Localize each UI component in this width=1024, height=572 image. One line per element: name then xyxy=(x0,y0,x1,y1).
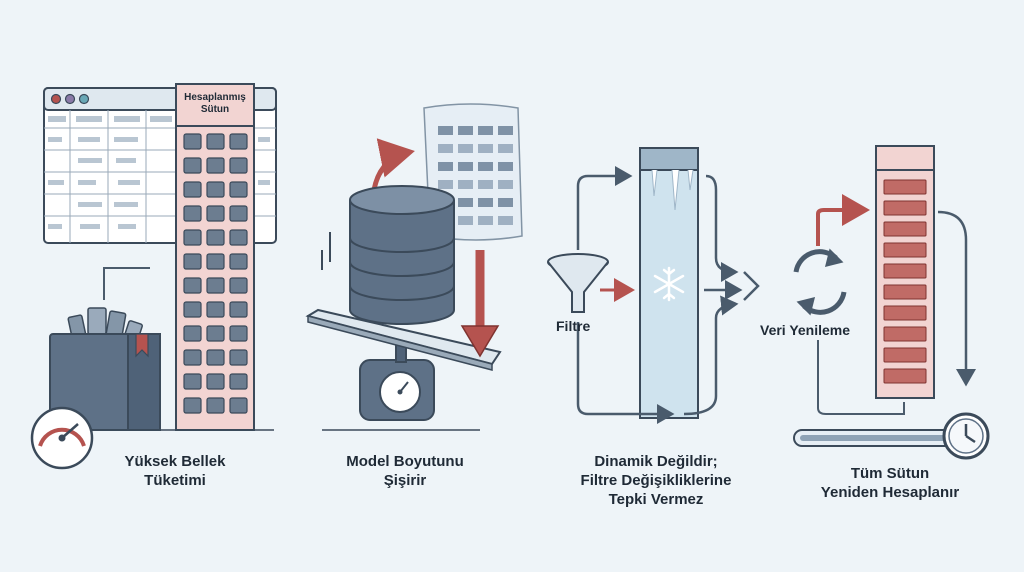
table-cell xyxy=(498,126,513,135)
recalculated-cell xyxy=(883,179,927,195)
column-cell xyxy=(183,373,202,390)
column-cell xyxy=(206,373,225,390)
table-cell xyxy=(478,126,493,135)
memory-caption: Yüksek Bellek Tüketimi xyxy=(124,453,226,489)
column-cell xyxy=(183,301,202,318)
column-cell xyxy=(183,133,202,150)
column-cell xyxy=(183,229,202,246)
column-cell xyxy=(206,301,225,318)
table-cell xyxy=(498,162,513,171)
recalculated-cell xyxy=(883,284,927,300)
column-cell xyxy=(229,133,248,150)
table-cell xyxy=(498,198,513,207)
table-cell xyxy=(458,126,473,135)
table-cell xyxy=(478,216,493,225)
motion-lines xyxy=(321,232,331,270)
recalculated-cell xyxy=(883,305,927,321)
memory-panel xyxy=(30,83,277,470)
progress-bar-icon xyxy=(793,429,955,447)
column-cell xyxy=(206,229,225,246)
refresh-label: Veri Yenileme xyxy=(760,322,851,338)
table-cell xyxy=(498,144,513,153)
recalculated-cell xyxy=(883,263,927,279)
calculated-column-cells xyxy=(183,133,248,414)
weight-arrow xyxy=(460,250,500,358)
refresh-panel xyxy=(793,145,990,460)
recalculated-cell xyxy=(883,368,927,384)
table-cell xyxy=(498,180,513,189)
recalculated-cell xyxy=(883,242,927,258)
memory-box-icon xyxy=(49,307,161,431)
filter-panel xyxy=(547,147,760,424)
table-cell xyxy=(458,180,473,189)
column-cell xyxy=(206,397,225,414)
database-icon xyxy=(349,185,455,325)
column-cell xyxy=(229,349,248,366)
recalculated-column xyxy=(875,145,935,399)
column-cell xyxy=(183,157,202,174)
column-cell xyxy=(229,205,248,222)
column-cell xyxy=(229,229,248,246)
table-cell xyxy=(458,144,473,153)
calculated-column xyxy=(175,83,255,431)
window-controls-icon xyxy=(50,93,90,105)
table-cell xyxy=(438,126,453,135)
model-caption: Model Boyutunu Şişirir xyxy=(346,453,464,489)
filter-label: Filtre xyxy=(556,318,591,334)
column-cell xyxy=(206,325,225,342)
table-cell xyxy=(438,162,453,171)
table-cell xyxy=(478,180,493,189)
calculated-column-header: Hesaplanmış Sütun xyxy=(184,92,246,115)
column-cell xyxy=(183,181,202,198)
funnel-icon xyxy=(547,253,609,313)
recalculated-cell xyxy=(883,326,927,342)
column-cell xyxy=(229,181,248,198)
table-cell xyxy=(438,144,453,153)
table-cell xyxy=(498,216,513,225)
spreadsheet-cells xyxy=(48,116,270,229)
column-cell xyxy=(206,205,225,222)
clock-icon xyxy=(942,412,990,460)
gauge-icon xyxy=(30,406,94,470)
refresh-icon xyxy=(793,248,847,316)
column-cell xyxy=(206,181,225,198)
column-cell xyxy=(183,349,202,366)
growth-arrow xyxy=(371,138,415,191)
table-cell xyxy=(458,162,473,171)
filter-caption: Dinamik Değildir; Filtre Değişikliklerin… xyxy=(580,453,732,508)
column-cell xyxy=(229,325,248,342)
column-cell xyxy=(229,157,248,174)
column-cell xyxy=(183,277,202,294)
column-cell xyxy=(206,133,225,150)
refresh-caption: Tüm Sütun Yeniden Hesaplanır xyxy=(820,465,960,501)
column-cell xyxy=(183,397,202,414)
table-cell xyxy=(438,180,453,189)
table-cell xyxy=(478,198,493,207)
table-cell xyxy=(478,144,493,153)
column-cell xyxy=(206,349,225,366)
column-cell xyxy=(206,253,225,270)
table-cell xyxy=(458,216,473,225)
frozen-column xyxy=(639,147,699,419)
recalculated-cells xyxy=(883,179,927,384)
column-cell xyxy=(229,253,248,270)
column-cell xyxy=(206,157,225,174)
column-cell xyxy=(206,277,225,294)
column-cell xyxy=(229,373,248,390)
model-panel xyxy=(305,103,523,431)
table-cell xyxy=(458,198,473,207)
column-cell xyxy=(229,277,248,294)
column-cell xyxy=(229,301,248,318)
scale-icon xyxy=(305,308,502,421)
column-cell xyxy=(183,205,202,222)
recalculated-cell xyxy=(883,347,927,363)
column-cell xyxy=(229,397,248,414)
column-cell xyxy=(183,325,202,342)
recalculated-cell xyxy=(883,221,927,237)
column-cell xyxy=(183,253,202,270)
snowflake-icon xyxy=(653,266,685,302)
recalculated-cell xyxy=(883,200,927,216)
table-cell xyxy=(478,162,493,171)
